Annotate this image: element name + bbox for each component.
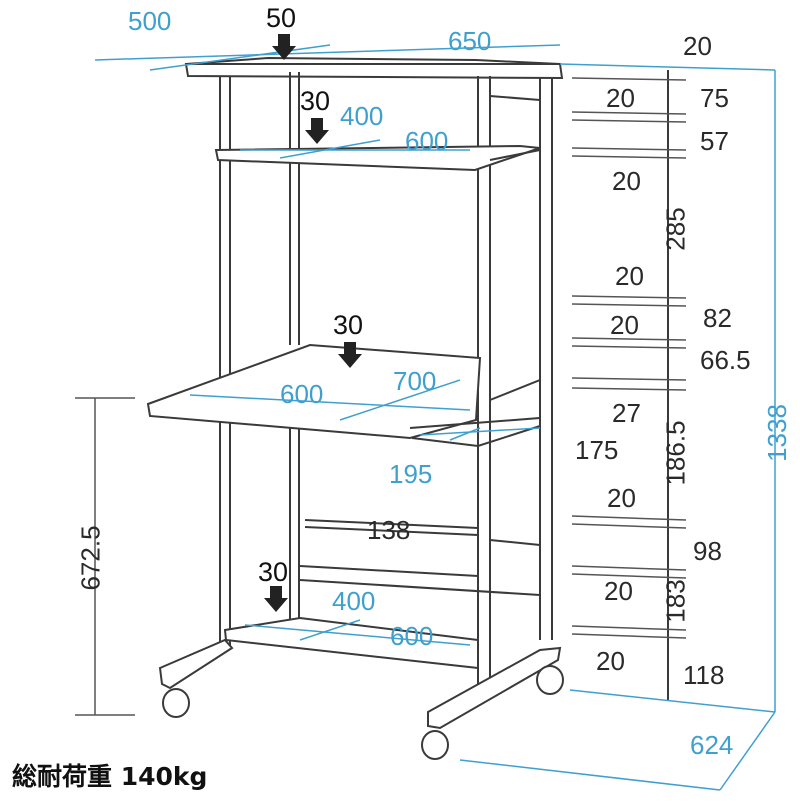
- top-shelf-load: 50: [266, 3, 297, 33]
- dim-h-20: 20: [596, 646, 625, 676]
- bar-gap: 138: [367, 515, 411, 545]
- desk-shelf-load: 30: [333, 310, 364, 340]
- load-arrow-top-icon: [272, 34, 296, 60]
- left-height: 672.5: [75, 525, 106, 591]
- slide-shelf-width: 175: [575, 435, 619, 465]
- upper-shelf-load: 30: [300, 86, 331, 116]
- bottom-shelf-width: 600: [390, 621, 434, 651]
- desk-shelf-depth: 700: [393, 366, 437, 396]
- dim-82: 82: [703, 303, 732, 333]
- bottom-shelf-load: 30: [258, 557, 289, 587]
- load-arrow-desk-icon: [338, 342, 362, 368]
- dim-a-20: 20: [606, 83, 635, 113]
- base-depth: 624: [690, 730, 734, 760]
- dim-b-20: 20: [612, 166, 641, 196]
- dim-66-5: 66.5: [700, 345, 751, 375]
- dim-75: 75: [700, 83, 729, 113]
- load-arrow-bottom-icon: [264, 586, 288, 612]
- top-shelf-width: 650: [448, 26, 492, 56]
- dim-d-20: 20: [610, 310, 639, 340]
- slide-shelf-depth: 195: [389, 459, 433, 489]
- dim-118: 118: [683, 660, 725, 690]
- dim-98: 98: [693, 536, 722, 566]
- dim-g-20: 20: [604, 576, 633, 606]
- dim-top-20: 20: [683, 31, 712, 61]
- dim-c-20: 20: [615, 261, 644, 291]
- dim-183: 183: [660, 579, 691, 623]
- dim-285: 285: [660, 207, 691, 251]
- dim-186-5: 186.5: [660, 420, 691, 486]
- load-arrow-upper-icon: [305, 118, 329, 144]
- desk-shelf-width: 600: [280, 379, 324, 409]
- total-load-capacity: 総耐荷重 140kg: [12, 762, 208, 791]
- top-shelf-depth: 500: [128, 6, 172, 36]
- upper-shelf-depth: 400: [340, 101, 384, 131]
- upper-shelf-width: 600: [405, 126, 449, 156]
- dim-27: 27: [612, 398, 641, 428]
- bottom-shelf-depth: 400: [332, 586, 376, 616]
- total-height: 1338: [761, 404, 792, 462]
- dim-f-20: 20: [607, 483, 636, 513]
- dim-57: 57: [700, 126, 729, 156]
